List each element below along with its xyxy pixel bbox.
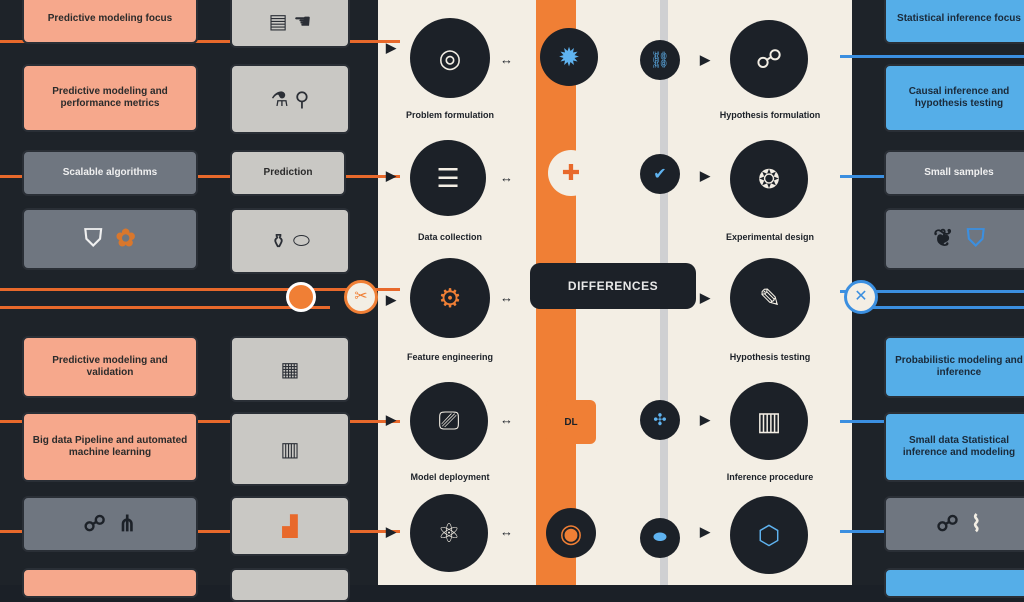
arrow-icon: ▶: [700, 290, 710, 305]
double-arrow-icon: ↔: [500, 290, 513, 305]
right-box-4: ❦ ⛉: [884, 208, 1024, 270]
connector-line: [0, 306, 330, 309]
arrow-icon: ▶: [386, 292, 396, 307]
connector-line: [870, 306, 1024, 309]
caption-2: Data collection: [417, 232, 482, 242]
check-icon: ✔: [640, 154, 680, 194]
icon-box-1: ▤☚: [230, 0, 350, 48]
dl-badge: DL: [546, 400, 596, 444]
left-box-2: Predictive modeling and performance metr…: [22, 64, 198, 132]
arrow-icon: ▶: [386, 524, 396, 539]
icon-box-8: [230, 568, 350, 602]
icon-box-4: ⚱⬭: [230, 208, 350, 274]
caption-r4: Inference procedure: [726, 472, 814, 482]
lab-tube-icon: ⚗: [270, 88, 289, 111]
connector-line: [0, 40, 400, 43]
arrow-icon: ▶: [386, 40, 396, 55]
gear-bucket-icon: ⚙: [410, 258, 490, 338]
pill-icon: ⬬: [640, 518, 680, 558]
connector-line: [0, 175, 400, 178]
hand-icon: ☚: [293, 10, 312, 33]
icon-box-5: ▦: [230, 336, 350, 402]
arrow-icon: ▶: [700, 52, 710, 67]
connector-line: [840, 290, 1024, 293]
brain-icon: ✿: [115, 224, 136, 252]
brain-chip-icon: ✹: [540, 28, 598, 86]
right-box-2: Causal inference and hypothesis testing: [884, 64, 1024, 132]
arrow-icon: ▶: [386, 412, 396, 427]
caption-3: Feature engineering: [406, 352, 494, 362]
molecule-icon: ✣: [640, 400, 680, 440]
connector-line: [0, 288, 400, 291]
caption-r2: Experimental design: [725, 232, 815, 242]
double-arrow-icon: ↔: [500, 170, 513, 185]
caption-1: Problem formulation: [405, 110, 494, 120]
plant-icon: ❦: [933, 224, 954, 252]
circuit-icon: ⌇: [970, 510, 982, 536]
left-box-3: Scalable algorithms: [22, 150, 198, 196]
hex-network-icon: ⬡: [730, 496, 808, 574]
icon-box-6: ▥: [230, 412, 350, 486]
connector-icon: ⚲: [294, 88, 310, 111]
shield-icon: ⛉: [966, 224, 985, 252]
network-icon: ⚛: [410, 494, 488, 572]
arrow-icon: ▶: [700, 168, 710, 183]
arrow-icon: ▶: [700, 524, 710, 539]
right-box-5: Probabilistic modeling and inference: [884, 336, 1024, 398]
right-box-8: [884, 568, 1024, 598]
report-icon: ✎: [730, 258, 810, 338]
target-icon: ◎: [410, 18, 490, 98]
shield-icon: ⛉: [84, 224, 103, 252]
cells-icon: ❂: [730, 140, 808, 218]
pill-icon: ⬭: [292, 229, 310, 252]
arrow-icon: ▶: [386, 168, 396, 183]
left-box-6: Big data Pipeline and automated machine …: [22, 412, 198, 482]
arrow-icon: ▶: [700, 412, 710, 427]
tools-icon: ✂: [344, 280, 378, 314]
right-box-3: Small samples: [884, 150, 1024, 196]
monitor-icon: ⎚: [410, 382, 488, 460]
caption-4: Model deployment: [410, 472, 490, 482]
connector-line: [840, 55, 1024, 58]
left-box-5: Predictive modeling and validation: [22, 336, 198, 398]
server-icon: ☰: [410, 140, 486, 216]
building-icon: ▥: [730, 382, 808, 460]
cycle-icon: ◉: [546, 508, 596, 558]
icon-box-3: Prediction: [230, 150, 346, 196]
icon-box-2: ⚗⚲: [230, 64, 350, 134]
left-box-7: ☍ ⋔: [22, 496, 198, 552]
tools-icon-right: ✕: [844, 280, 878, 314]
double-arrow-icon: ↔: [500, 524, 513, 539]
caption-r1: Hypothesis formulation: [719, 110, 821, 120]
double-arrow-icon: ↔: [500, 52, 513, 67]
left-box-8: [22, 568, 198, 598]
table-icon: ▦: [280, 358, 300, 381]
bar-chart-icon: ▟: [282, 515, 298, 538]
document-icon: ▤: [268, 10, 288, 33]
differences-badge: DIFFERENCES: [530, 263, 696, 309]
fingerprint-icon: ☍: [936, 510, 959, 536]
left-box-1: Predictive modeling focus: [22, 0, 198, 44]
orange-node: [286, 282, 316, 312]
bandage-icon: ✚: [548, 150, 594, 196]
link-icon: ⛓: [640, 40, 680, 80]
flask-icon: ⚱: [270, 230, 287, 253]
bones-icon: ⋔: [118, 510, 137, 536]
graph-icon: ☍: [730, 20, 808, 98]
icon-box-7: ▟: [230, 496, 350, 556]
right-box-7: ☍ ⌇: [884, 496, 1024, 552]
spreadsheet-icon: ▥: [280, 438, 300, 461]
right-box-1: Statistical inference focus: [884, 0, 1024, 44]
double-arrow-icon: ↔: [500, 412, 513, 427]
fingerprint-icon: ☍: [83, 510, 106, 536]
caption-r3: Hypothesis testing: [729, 352, 811, 362]
connector-line: [0, 530, 400, 533]
connector-line: [0, 420, 400, 423]
right-box-6: Small data Statistical inference and mod…: [884, 412, 1024, 482]
left-box-4: ⛉ ✿: [22, 208, 198, 270]
